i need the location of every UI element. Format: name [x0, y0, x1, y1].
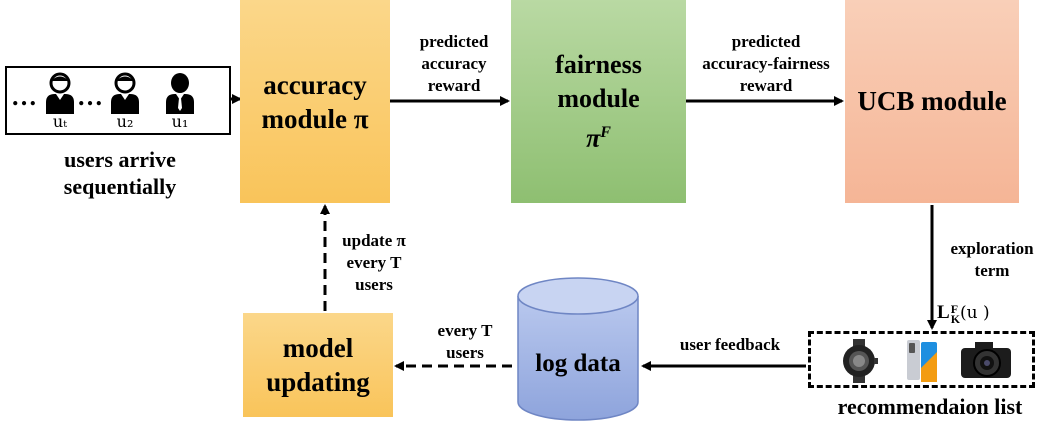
- rec-notation-sup: F: [950, 301, 959, 316]
- accuracy-module: accuracy module π: [240, 0, 390, 203]
- user-label-t: uₜ: [52, 112, 68, 131]
- users-caption: users arrive sequentially: [13, 146, 227, 200]
- ucb-module: UCB module: [845, 0, 1019, 203]
- edge-label-log-to-model-2: users: [446, 343, 484, 362]
- fairness-module-line1: fairness module: [555, 49, 642, 113]
- user-icon-1: [163, 72, 197, 116]
- edge-label-model-to-acc-2: every T: [346, 253, 402, 272]
- log-data-cylinder: [517, 277, 639, 421]
- user-icon-t: [43, 72, 77, 116]
- phone-icon: [907, 340, 937, 382]
- edge-label-fair-to-ucb-3: reward: [739, 76, 793, 95]
- accuracy-module-line1: accuracy: [263, 69, 367, 100]
- users-box: … … uₜ u₂ u₁: [5, 66, 231, 135]
- camera-icon: [961, 342, 1011, 378]
- ucb-module-label: UCB module: [857, 86, 1007, 116]
- user-icon-2: [108, 72, 142, 116]
- edge-label-ucb-to-rec-1: exploration: [950, 239, 1034, 258]
- users-caption-line2: sequentially: [63, 174, 177, 199]
- watch-icon: [843, 339, 878, 383]
- users-ellipsis-left: …: [11, 82, 38, 111]
- edge-label-fair-to-ucb-2: accuracy-fairness: [702, 54, 830, 73]
- edge-label-acc-to-fair-2: accuracy: [421, 54, 487, 73]
- model-updating-line1: model: [282, 333, 354, 363]
- user-label-2: u₂: [116, 112, 134, 131]
- users-caption-line1: users arrive: [64, 147, 176, 172]
- edge-label-fair-to-ucb-1: predicted: [731, 32, 801, 51]
- recommendation-list-box: [808, 331, 1035, 388]
- edge-label-model-to-acc-1: update π: [342, 231, 406, 250]
- fairness-module: fairness module πF: [511, 0, 686, 203]
- recommendation-list-caption: recommendaion list: [837, 394, 1023, 419]
- edge-label-acc-to-fair-3: reward: [427, 76, 481, 95]
- users-ellipsis-mid: …: [77, 82, 104, 111]
- edge-label-model-to-acc-3: users: [355, 275, 393, 294]
- user-label-1: u₁: [171, 112, 189, 131]
- edge-label-log-to-model: every T users: [422, 320, 508, 364]
- model-updating-line2: updating: [266, 367, 370, 397]
- rec-notation-arg: (u ): [960, 303, 990, 323]
- rec-notation-sub: K: [950, 311, 961, 326]
- edge-label-acc-to-fair: predicted accuracy reward: [402, 31, 506, 97]
- edge-label-rec-to-log: user feedback: [679, 335, 781, 354]
- log-data-label: log data: [535, 350, 621, 377]
- edge-label-ucb-to-rec-2: term: [974, 261, 1010, 280]
- fairness-module-sup: F: [600, 123, 611, 141]
- edge-label-fair-to-ucb: predicted accuracy-fairness reward: [690, 31, 842, 97]
- accuracy-module-line2: module π: [261, 103, 369, 134]
- fairness-module-pi: π: [586, 123, 601, 153]
- rec-notation-base: L: [937, 302, 950, 323]
- edge-label-log-to-model-1: every T: [437, 321, 493, 340]
- model-updating-module: model updating: [243, 313, 393, 417]
- edge-label-ucb-to-rec: exploration term: [936, 238, 1048, 282]
- edge-label-model-to-acc: update π every T users: [333, 230, 415, 296]
- edge-label-acc-to-fair-1: predicted: [419, 32, 489, 51]
